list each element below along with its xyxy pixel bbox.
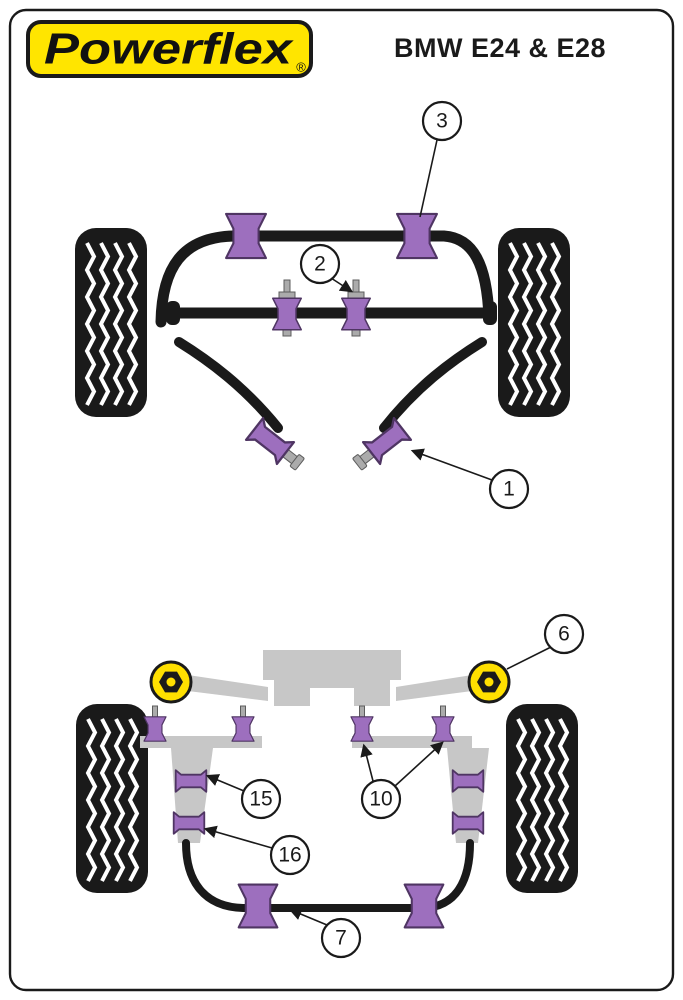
front-suspension-diagram: 3 2 1 [75, 100, 570, 510]
callout-15: 15 [205, 774, 282, 820]
callout-3-circle [421, 100, 463, 142]
callout-10-number: 10 [369, 788, 392, 811]
callout-3: 3 [419, 100, 463, 218]
callout-7: 7 [288, 908, 362, 959]
callout-15-circle [240, 778, 282, 820]
front-lower-arm-bush-right [352, 416, 413, 471]
callout-7-leader-line [288, 908, 328, 926]
rear-subframe-link-left [188, 675, 268, 701]
rear-beam-mount-bush-right [467, 660, 511, 704]
front-lower-arm-left [174, 337, 283, 433]
callout-6: 6 [506, 613, 585, 670]
callout-3-number: 3 [436, 110, 448, 133]
callout-6-circle [543, 613, 585, 655]
powerflex-logo: Powerflex ® [26, 20, 313, 78]
rear-anti-roll-bar [182, 839, 474, 912]
front-lower-arm-right [379, 337, 487, 433]
tire-front-left [75, 228, 147, 417]
callout-6-leader-line [506, 646, 552, 670]
callout-2-leader-line [330, 277, 354, 293]
callout-16-circle [269, 834, 311, 876]
callout-2: 2 [299, 243, 354, 293]
rear-suspension-diagram: 6 15 10 16 7 [76, 613, 585, 959]
page-title: BMW E24 & E28 [394, 33, 606, 63]
callout-1: 1 [410, 448, 530, 510]
callout-3-leader-line [419, 139, 438, 218]
logo-background [26, 20, 313, 78]
callout-7-circle [320, 917, 362, 959]
callout-10-leader-line-left [360, 743, 374, 782]
callout-16-leader-line [203, 825, 273, 849]
callout-16-number: 16 [278, 844, 301, 867]
callout-2-number: 2 [314, 253, 326, 276]
callout-1-circle [488, 468, 530, 510]
tire-rear-right [506, 704, 578, 893]
rear-subframe-link-right [396, 675, 472, 701]
callout-10-leader-line-right [394, 741, 444, 787]
callout-1-leader-line [410, 448, 493, 481]
callout-10: 10 [360, 741, 444, 820]
brand-name: Powerflex [44, 25, 294, 74]
tire-front-right [498, 228, 570, 417]
callout-15-number: 15 [249, 788, 272, 811]
rear-beam-mount-bush-left [149, 660, 193, 704]
callout-2-circle [299, 243, 341, 285]
callout-7-number: 7 [335, 927, 347, 950]
tie-bar-end-cap-left [166, 301, 180, 325]
tire-rear-left [76, 704, 148, 893]
front-lower-arm-bush-left [244, 416, 305, 471]
rear-arm-flange-left [140, 736, 262, 748]
callout-16: 16 [203, 825, 311, 876]
callout-15-leader-line [205, 774, 245, 792]
registered-trademark-icon: ® [296, 60, 306, 75]
tie-bar-end-cap-right [483, 301, 497, 325]
callout-10-circle [360, 778, 402, 820]
rear-subframe [263, 650, 401, 706]
callout-1-number: 1 [503, 478, 515, 501]
callout-6-number: 6 [558, 623, 570, 646]
